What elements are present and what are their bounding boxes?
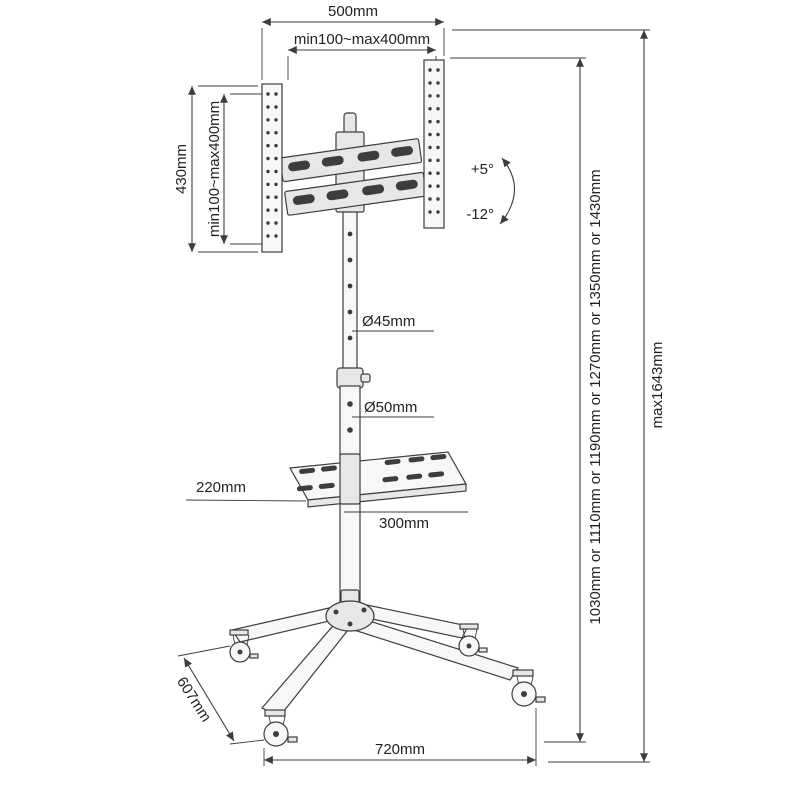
shelf-depth-label: 220mm [185,479,307,502]
tilt-angle-annotation: +5° -12° [466,157,515,225]
shelf-slots [296,454,447,492]
lower-diameter-label: Ø50mm [364,399,417,416]
crossbars [279,138,427,216]
caster-front-left [263,709,298,747]
height-options-label: 1030mm or 1110mm or 1190mm or 1270mm or … [587,169,604,624]
shelf-width-label: 300mm [344,511,468,532]
dimension-max-height: max1643mm [452,29,666,763]
bracket-height-label: 430mm [173,144,190,194]
caster-front-right [511,669,546,707]
shelf-pole-clamp [339,453,361,505]
clamp-knob [360,373,371,383]
caster-back-left [229,629,259,663]
dimension-vesa-vertical: min100~max400mm [206,93,262,245]
max-height-label: max1643mm [649,342,666,429]
mount-rail-right [423,59,445,229]
shelf-depth-text: 220mm [196,479,246,496]
vesa-vertical-label: min100~max400mm [206,101,223,237]
mount-rail-left [261,83,283,253]
upper-diameter-label: Ø45mm [362,313,415,330]
tilt-up-label: +5° [471,161,494,178]
dimension-vesa-horizontal: min100~max400mm [287,31,437,80]
top-width-label: 500mm [328,3,378,20]
pole-clamp-collar [336,367,364,389]
pole-diameter-upper-label: Ø45mm [352,313,434,332]
dimension-bracket-height: 430mm [173,85,258,253]
tilt-arc-arrow [499,157,515,225]
caster-back-right [458,623,488,657]
dimension-top-width: 500mm [261,3,445,80]
dimension-base-depth: 607mm [173,645,265,745]
shelf-width-text: 300mm [379,515,429,532]
pole-diameter-lower-label: Ø50mm [352,399,434,418]
shelf [289,451,467,508]
base [229,589,546,747]
tv-bracket [261,59,445,253]
dimension-height-options: 1030mm or 1110mm or 1190mm or 1270mm or … [450,57,604,743]
base-depth-label: 607mm [173,674,215,725]
tilt-down-label: -12° [466,206,494,223]
base-width-label: 720mm [375,741,425,758]
dimension-base-width: 720mm [263,708,537,766]
vesa-horizontal-label: min100~max400mm [294,31,430,48]
